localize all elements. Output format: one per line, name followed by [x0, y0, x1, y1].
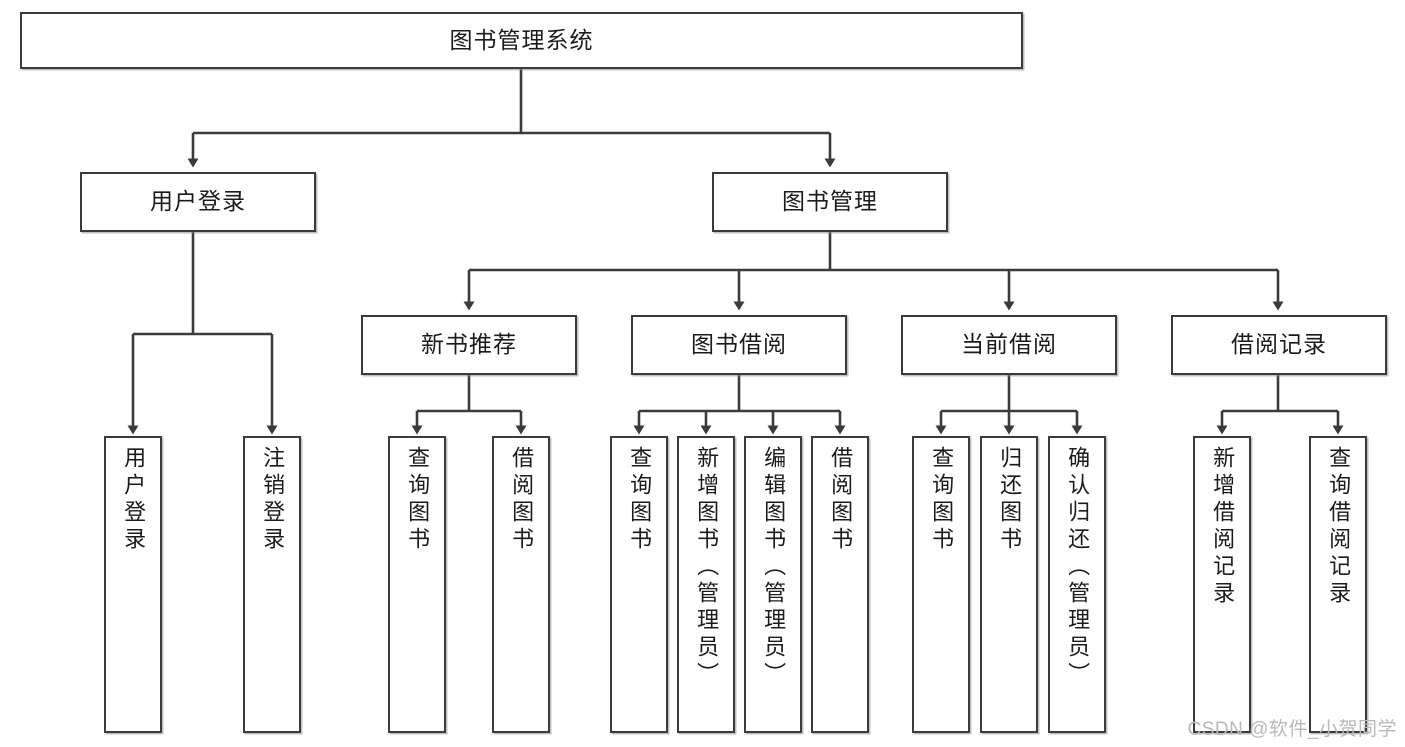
node-root[interactable]: 图书管理系统: [20, 12, 1023, 69]
leaf-book-borrow-query[interactable]: 查询图书: [610, 436, 668, 733]
leaf-current-borrow-return[interactable]: 归还图书: [980, 436, 1038, 733]
watermark: CSDN @软件_小贺同学: [1187, 719, 1397, 740]
leaf-current-borrow-confirm-return[interactable]: 确认归还（管理员）: [1048, 436, 1106, 733]
node-book-management[interactable]: 图书管理: [712, 172, 948, 232]
leaf-label: 确认归还（管理员）: [1065, 446, 1091, 689]
leaf-label: 查询图书: [929, 446, 955, 554]
node-book-borrow-label: 图书借阅: [691, 331, 787, 358]
leaf-current-borrow-query[interactable]: 查询图书: [912, 436, 970, 733]
node-user-login[interactable]: 用户登录: [80, 172, 316, 232]
leaf-new-book-query[interactable]: 查询图书: [388, 436, 446, 733]
node-current-borrow-label: 当前借阅: [961, 331, 1057, 358]
leaf-book-borrow-add[interactable]: 新增图书（管理员）: [677, 436, 735, 733]
node-book-borrow[interactable]: 图书借阅: [631, 315, 847, 375]
leaf-label: 查询图书: [627, 446, 653, 554]
leaf-label: 归还图书: [997, 446, 1023, 554]
node-user-login-label: 用户登录: [150, 188, 246, 215]
leaf-label: 借阅图书: [509, 446, 535, 554]
node-book-management-label: 图书管理: [782, 188, 878, 215]
node-root-label: 图书管理系统: [449, 26, 594, 53]
leaf-label: 用户登录: [121, 446, 147, 554]
leaf-new-book-borrow[interactable]: 借阅图书: [492, 436, 550, 733]
node-new-book-recommend[interactable]: 新书推荐: [361, 315, 577, 375]
leaf-label: 新增借阅记录: [1210, 446, 1236, 608]
leaf-label: 借阅图书: [828, 446, 854, 554]
node-borrow-record-label: 借阅记录: [1231, 331, 1327, 358]
leaf-label: 查询图书: [405, 446, 431, 554]
leaf-label: 新增图书（管理员）: [694, 446, 720, 689]
node-current-borrow[interactable]: 当前借阅: [901, 315, 1117, 375]
leaf-borrow-record-query[interactable]: 查询借阅记录: [1309, 436, 1367, 733]
leaf-book-borrow-edit[interactable]: 编辑图书（管理员）: [744, 436, 802, 733]
node-borrow-record[interactable]: 借阅记录: [1171, 315, 1387, 375]
leaf-book-borrow-borrow[interactable]: 借阅图书: [811, 436, 869, 733]
leaf-label: 编辑图书（管理员）: [761, 446, 787, 689]
leaf-user-login-logout[interactable]: 注销登录: [243, 436, 301, 733]
leaf-borrow-record-add[interactable]: 新增借阅记录: [1193, 436, 1251, 733]
leaf-label: 查询借阅记录: [1326, 446, 1352, 608]
node-new-book-recommend-label: 新书推荐: [421, 331, 517, 358]
leaf-label: 注销登录: [260, 446, 286, 554]
leaf-user-login-login[interactable]: 用户登录: [104, 436, 162, 733]
